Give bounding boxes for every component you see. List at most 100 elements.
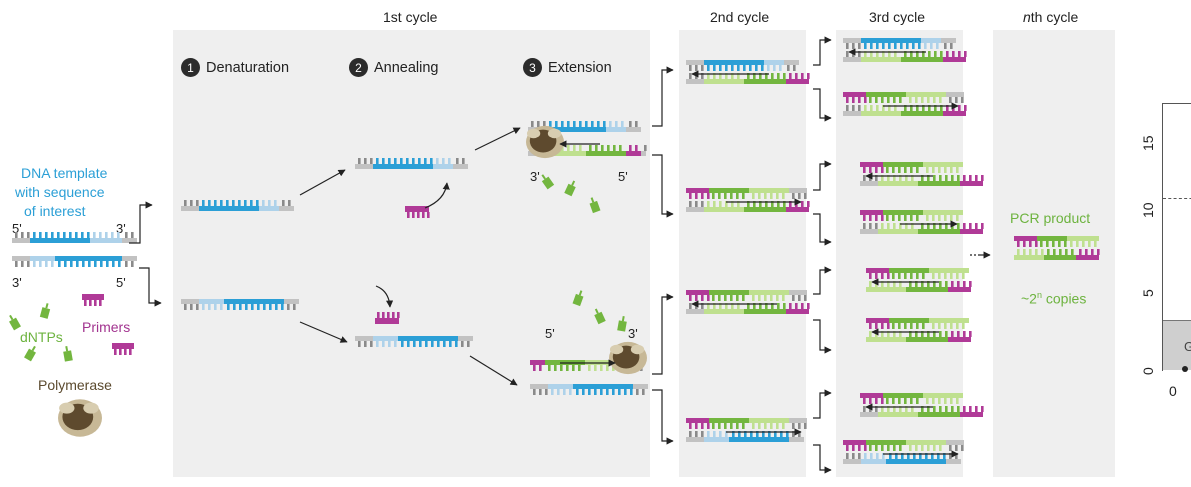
dna-base <box>807 73 810 79</box>
dna-backbone-segment <box>946 459 961 464</box>
dna-base <box>904 215 907 221</box>
dna-base <box>798 193 801 199</box>
flow-arrow <box>299 321 348 343</box>
dna-backbone-segment <box>546 127 606 132</box>
anneal-arrow <box>424 182 450 209</box>
dna-base <box>777 201 780 207</box>
dna-base <box>882 105 885 111</box>
dna-base <box>555 121 558 127</box>
dna-base <box>904 273 907 279</box>
dna-base <box>956 273 959 279</box>
dna-backbone-segment <box>789 437 804 442</box>
dna-base <box>719 201 722 207</box>
dna-base <box>945 331 948 337</box>
dna-base <box>701 303 704 309</box>
dna-base <box>737 303 740 309</box>
dntps-label: dNTPs <box>20 329 63 345</box>
dna-base <box>774 431 777 437</box>
end-label-5-ext-top: 5' <box>618 169 628 184</box>
dna-base <box>573 121 576 127</box>
dna-base <box>244 200 247 206</box>
dna-base <box>689 193 692 199</box>
dna-base <box>1059 249 1062 255</box>
bracket-arrow <box>652 154 674 218</box>
dna-base <box>875 323 878 329</box>
dna-base <box>789 303 792 309</box>
dna-base <box>579 145 582 151</box>
dna-base <box>904 167 907 173</box>
dna-base <box>768 431 771 437</box>
dna-backbone-segment <box>686 79 704 84</box>
dna-base <box>701 431 704 437</box>
step-number-badge: 1 <box>181 58 200 77</box>
dna-base <box>944 323 947 329</box>
dna-base <box>945 406 948 412</box>
dna-base <box>950 167 953 173</box>
dna-base <box>755 65 758 71</box>
dna-base <box>45 261 48 267</box>
dna-base <box>915 445 918 451</box>
dna-backbone-segment <box>929 318 969 323</box>
dna-base <box>773 65 776 71</box>
dna-base <box>780 431 783 437</box>
dna-base <box>957 175 960 181</box>
chart-dashed-line <box>1163 198 1191 199</box>
dna-base <box>105 232 108 238</box>
dna-base <box>961 97 964 103</box>
dna-base <box>909 331 912 337</box>
dna-base <box>262 200 265 206</box>
dna-backbone-segment <box>458 336 473 341</box>
primers-label: Primers <box>82 319 131 335</box>
dna-base <box>184 200 187 206</box>
dna-base <box>707 73 710 79</box>
dna-base <box>869 167 872 173</box>
dna-backbone-segment <box>883 210 923 215</box>
dna-backbone-segment <box>749 290 789 295</box>
dna-base <box>864 97 867 103</box>
dna-base <box>975 223 978 229</box>
dna-base <box>612 389 615 395</box>
dna-backbone-segment <box>918 229 960 234</box>
dna-base <box>910 273 913 279</box>
dna-base <box>963 175 966 181</box>
dna-base <box>875 97 878 103</box>
dna-base <box>940 105 943 111</box>
dna-base <box>889 453 892 459</box>
dna-backbone-segment <box>1076 255 1099 260</box>
dna-base <box>370 341 373 347</box>
dna-base <box>588 365 591 371</box>
primer-base <box>422 212 425 218</box>
dna-base <box>88 261 91 267</box>
dna-base <box>846 445 849 451</box>
dna-backbone-segment <box>744 79 786 84</box>
dna-base <box>585 121 588 127</box>
dna-base <box>1058 241 1061 247</box>
dna-base <box>882 43 885 49</box>
dna-base <box>82 261 85 267</box>
dna-base <box>886 398 889 404</box>
dna-base <box>950 398 953 404</box>
dna-base <box>1023 249 1026 255</box>
dna-base <box>869 223 872 229</box>
dna-base <box>869 445 872 451</box>
dna-base <box>594 389 597 395</box>
dna-base <box>412 158 415 164</box>
dna-backbone-segment <box>906 92 946 97</box>
dna-base <box>852 445 855 451</box>
dna-base <box>1052 241 1055 247</box>
dna-base <box>695 423 698 429</box>
dna-base <box>939 331 942 337</box>
dna-base <box>950 215 953 221</box>
dna-backbone-segment <box>433 164 453 169</box>
dna-base <box>358 158 361 164</box>
dna-base <box>531 121 534 127</box>
dna-base <box>910 323 913 329</box>
dna-base <box>926 215 929 221</box>
step-extension: 3 Extension <box>523 58 612 77</box>
dna-base <box>933 406 936 412</box>
chart-grey-region <box>1163 320 1191 370</box>
dna-base <box>956 215 959 221</box>
dna-base <box>904 323 907 329</box>
dna-base <box>863 398 866 404</box>
dna-backbone-segment <box>918 412 960 417</box>
